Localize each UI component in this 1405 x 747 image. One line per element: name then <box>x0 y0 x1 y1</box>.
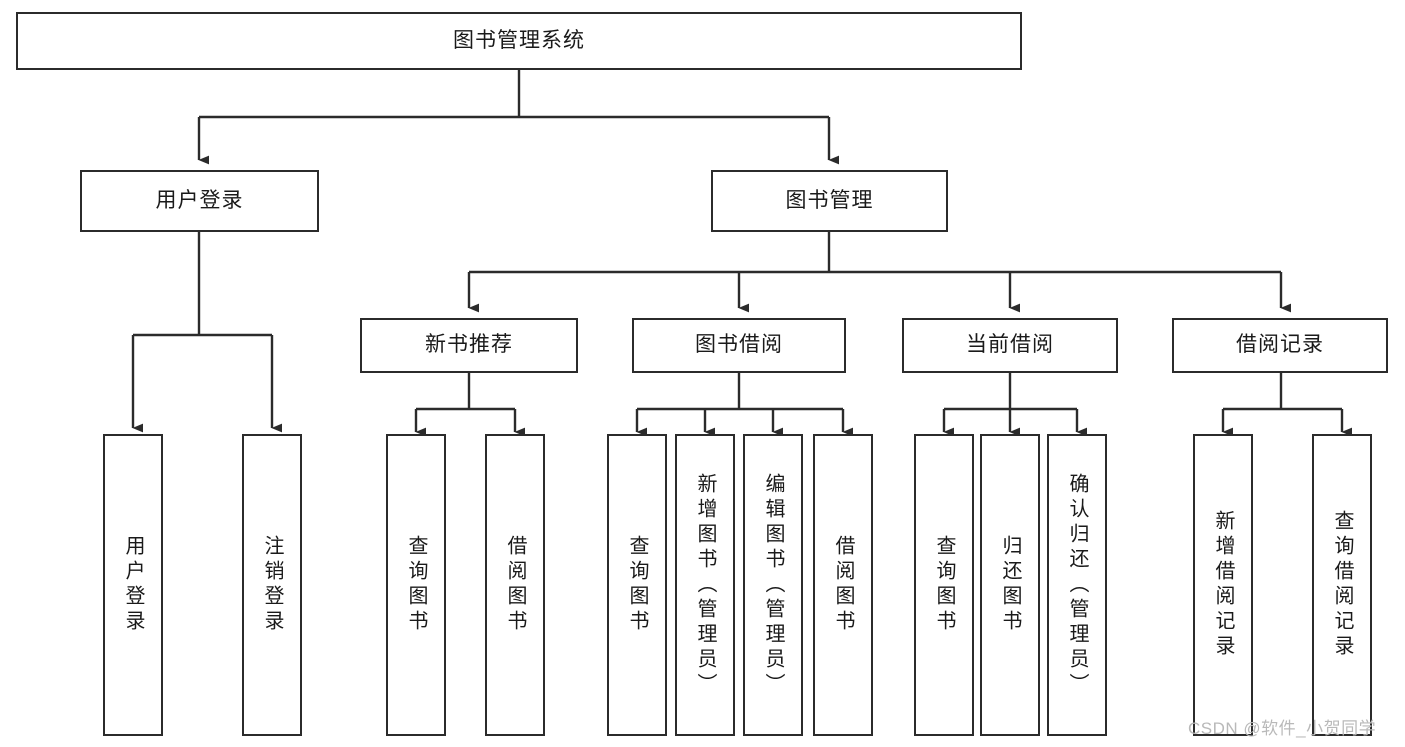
node-new-book-recommend-label: 新书推荐 <box>425 333 513 357</box>
node-user-login[interactable]: 用户登录 <box>80 170 319 232</box>
node-leaf-user-login-label: 用户登录 <box>122 535 144 635</box>
node-leaf-add-record[interactable]: 新增借阅记录 <box>1193 434 1253 736</box>
node-leaf-query-book-2[interactable]: 查询图书 <box>607 434 667 736</box>
node-leaf-logout-login-label: 注销登录 <box>261 535 283 635</box>
node-leaf-borrow-book-2-label: 借阅图书 <box>832 535 854 635</box>
node-leaf-query-book-3[interactable]: 查询图书 <box>914 434 974 736</box>
csdn-watermark: CSDN @软件_小贺同学 <box>1188 719 1377 738</box>
node-leaf-return-book-label: 归还图书 <box>999 535 1021 635</box>
node-leaf-borrow-book-1-label: 借阅图书 <box>504 535 526 635</box>
node-leaf-query-record-label: 查询借阅记录 <box>1331 510 1353 660</box>
node-leaf-query-record[interactable]: 查询借阅记录 <box>1312 434 1372 736</box>
node-current-borrow-label: 当前借阅 <box>966 333 1054 357</box>
node-leaf-edit-book[interactable]: 编辑图书（管理员） <box>743 434 803 736</box>
node-user-login-label: 用户登录 <box>155 188 244 212</box>
node-leaf-query-book-3-label: 查询图书 <box>933 535 955 635</box>
node-root-label: 图书管理系统 <box>453 28 585 52</box>
node-leaf-confirm-return[interactable]: 确认归还（管理员） <box>1047 434 1107 736</box>
node-leaf-borrow-book-2[interactable]: 借阅图书 <box>813 434 873 736</box>
node-leaf-borrow-book-1[interactable]: 借阅图书 <box>485 434 545 736</box>
node-borrow-record-label: 借阅记录 <box>1236 333 1324 357</box>
node-new-book-recommend[interactable]: 新书推荐 <box>360 318 578 373</box>
node-borrow-record[interactable]: 借阅记录 <box>1172 318 1388 373</box>
node-leaf-edit-book-label: 编辑图书（管理员） <box>762 472 784 698</box>
node-leaf-query-book-2-label: 查询图书 <box>626 535 648 635</box>
node-leaf-add-book[interactable]: 新增图书（管理员） <box>675 434 735 736</box>
node-book-management[interactable]: 图书管理 <box>711 170 948 232</box>
node-book-borrow-label: 图书借阅 <box>695 333 783 357</box>
node-leaf-query-book-1-label: 查询图书 <box>405 535 427 635</box>
node-leaf-confirm-return-label: 确认归还（管理员） <box>1066 472 1088 698</box>
node-current-borrow[interactable]: 当前借阅 <box>902 318 1118 373</box>
node-leaf-query-book-1[interactable]: 查询图书 <box>386 434 446 736</box>
node-leaf-add-record-label: 新增借阅记录 <box>1212 510 1234 660</box>
node-leaf-user-login[interactable]: 用户登录 <box>103 434 163 736</box>
node-book-management-label: 图书管理 <box>785 188 874 212</box>
node-book-borrow[interactable]: 图书借阅 <box>632 318 846 373</box>
node-leaf-add-book-label: 新增图书（管理员） <box>694 472 716 698</box>
node-root[interactable]: 图书管理系统 <box>16 12 1022 70</box>
node-leaf-return-book[interactable]: 归还图书 <box>980 434 1040 736</box>
node-leaf-logout-login[interactable]: 注销登录 <box>242 434 302 736</box>
